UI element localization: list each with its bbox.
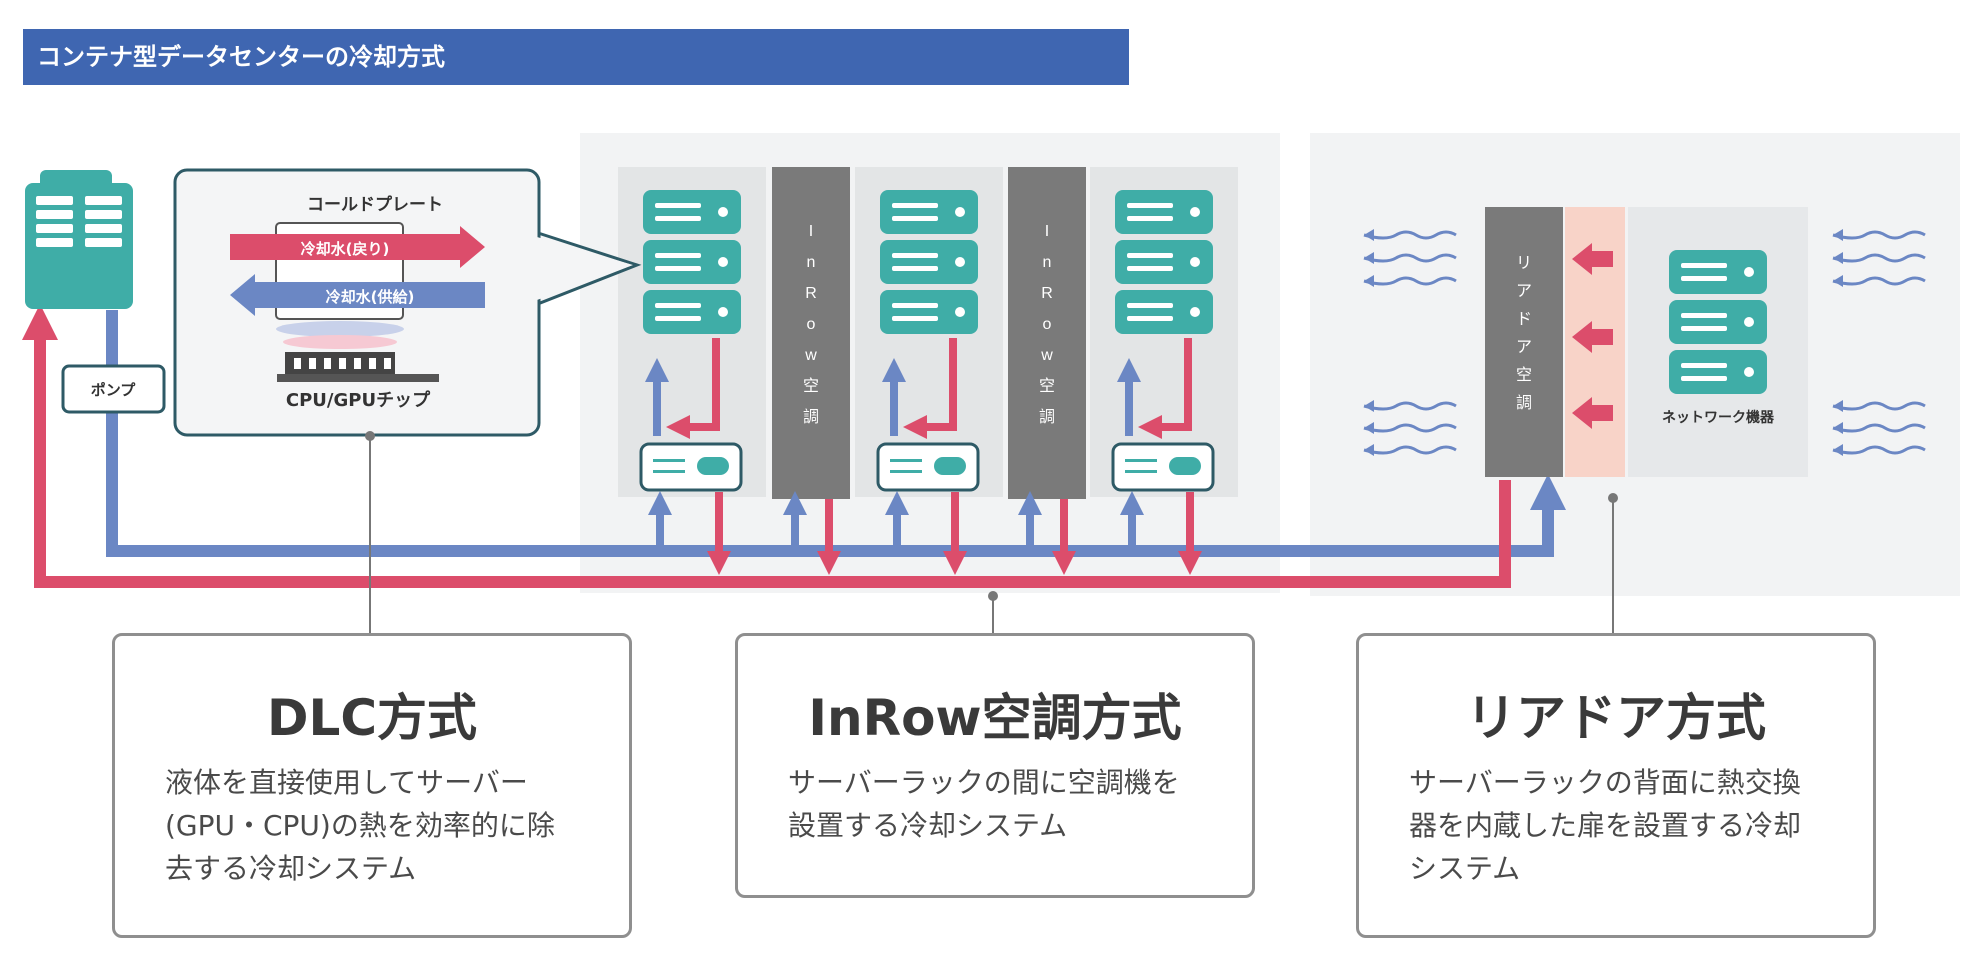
- inrow-label-char: n: [807, 254, 816, 271]
- method-card-reardoor: リアドア方式 サーバーラックの背面に熱交換器を内蔵した扉を設置する冷却システム: [1356, 633, 1876, 938]
- inrow-label-char: n: [1043, 254, 1052, 271]
- network-label: ネットワーク機器: [1662, 409, 1775, 426]
- heat-transfer-layer: [276, 321, 404, 337]
- method-card-inrow: InRow空調方式 サーバーラックの間に空調機を設置する冷却システム: [735, 633, 1255, 898]
- cooling-tower-icon: [25, 170, 133, 309]
- inrow-label-char: o: [807, 316, 816, 333]
- chip-label: CPU/GPUチップ: [286, 389, 431, 411]
- connector-lines: [369, 436, 1614, 633]
- cdu-unit: [1111, 442, 1215, 492]
- method-description: 液体を直接使用してサーバー(GPU・CPU)の熱を効率的に除去する冷却システム: [165, 766, 555, 885]
- cold-branches: [648, 491, 1144, 548]
- method-title: リアドア方式: [1466, 689, 1766, 747]
- inrow-unit-label: InRow空調: [803, 223, 819, 426]
- hot-main-pipe: [22, 304, 1511, 588]
- page-title: コンテナ型データセンターの冷却方式: [23, 29, 1129, 85]
- return-water-arrow: [230, 226, 485, 268]
- inrow-label-char: I: [809, 223, 813, 240]
- reardoor-label-char: 空: [1516, 365, 1532, 384]
- inrow-unit: [772, 167, 850, 499]
- network-server-icon: [1669, 250, 1767, 394]
- inrow-label-char: 空: [1039, 377, 1055, 395]
- inrow-unit-label: InRow空調: [1039, 223, 1055, 426]
- chip-icon: [277, 352, 439, 382]
- heat-transfer-layer: [283, 335, 397, 349]
- return-water-label: 冷却水(戻り): [301, 240, 390, 258]
- inrow-label-char: o: [1043, 316, 1052, 333]
- cdu-unit: [876, 442, 980, 492]
- server-stack-icon: [880, 190, 978, 334]
- pump-box: [61, 364, 166, 414]
- inrow-label-char: I: [1045, 223, 1049, 240]
- reardoor-label-char: ア: [1516, 281, 1532, 300]
- method-description: サーバーラックの間に空調機を設置する冷却システム: [788, 766, 1180, 842]
- cdu-unit: [639, 442, 743, 492]
- inrow-label-char: R: [1041, 285, 1053, 302]
- rack-loop-pipes: [645, 338, 1192, 439]
- supply-water-label: 冷却水(供給): [326, 288, 415, 306]
- pump-label: ポンプ: [91, 381, 137, 399]
- method-title: InRow空調方式: [808, 689, 1182, 747]
- heat-arrows: [1572, 243, 1613, 429]
- inrow-label-char: w: [1040, 347, 1053, 364]
- cold-plate-label: コールドプレート: [307, 194, 443, 215]
- inrow-label-char: 調: [1039, 408, 1055, 426]
- airflow-icon: [1363, 229, 1926, 456]
- inrow-label-char: R: [805, 285, 817, 302]
- reardoor-label-char: 調: [1516, 393, 1532, 412]
- method-card-dlc: DLC方式 液体を直接使用してサーバー(GPU・CPU)の熱を効率的に除去する冷…: [112, 633, 632, 938]
- server-stack-icon: [643, 190, 741, 334]
- server-stack-icon: [1115, 190, 1213, 334]
- inrow-label-char: 空: [803, 377, 819, 395]
- server-stack-icon: [1669, 250, 1767, 394]
- method-title: DLC方式: [266, 689, 478, 747]
- reardoor-label-char: リ: [1516, 253, 1532, 272]
- inrow-unit: [1008, 167, 1086, 499]
- inrow-label-char: w: [804, 347, 817, 364]
- reardoor-label-char: ア: [1516, 337, 1532, 356]
- hot-branches: [707, 492, 1202, 575]
- method-description: サーバーラックの背面に熱交換器を内蔵した扉を設置する冷却システム: [1409, 766, 1802, 885]
- reardoor-label-char: ド: [1516, 309, 1532, 328]
- reardoor-unit: [1485, 207, 1563, 477]
- supply-water-arrow: [230, 274, 485, 316]
- inrow-label-char: 調: [803, 408, 819, 426]
